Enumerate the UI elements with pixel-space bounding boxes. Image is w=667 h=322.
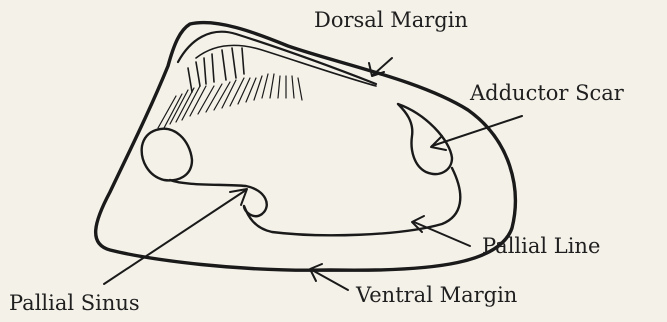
pallial-line-arrow [414, 222, 470, 246]
pallial-line [170, 168, 460, 235]
posterior-adductor-scar [398, 104, 452, 174]
shell-outline [96, 23, 516, 271]
pallial-sinus-arrow [104, 190, 246, 284]
anterior-adductor-scar [142, 129, 192, 181]
ligament-striations [158, 74, 302, 128]
umbo-ridge [178, 32, 376, 84]
ventral-margin-arrow [312, 270, 348, 290]
pallial-sinus-label: Pallial Sinus [9, 293, 140, 314]
hinge-teeth [188, 48, 244, 92]
pallial-line-label: Pallial Line [482, 236, 600, 257]
dorsal-margin-label: Dorsal Margin [314, 10, 468, 31]
adductor-scar-arrow [432, 116, 522, 146]
adductor-scar-label: Adductor Scar [470, 83, 624, 104]
ventral-margin-label: Ventral Margin [356, 285, 517, 306]
